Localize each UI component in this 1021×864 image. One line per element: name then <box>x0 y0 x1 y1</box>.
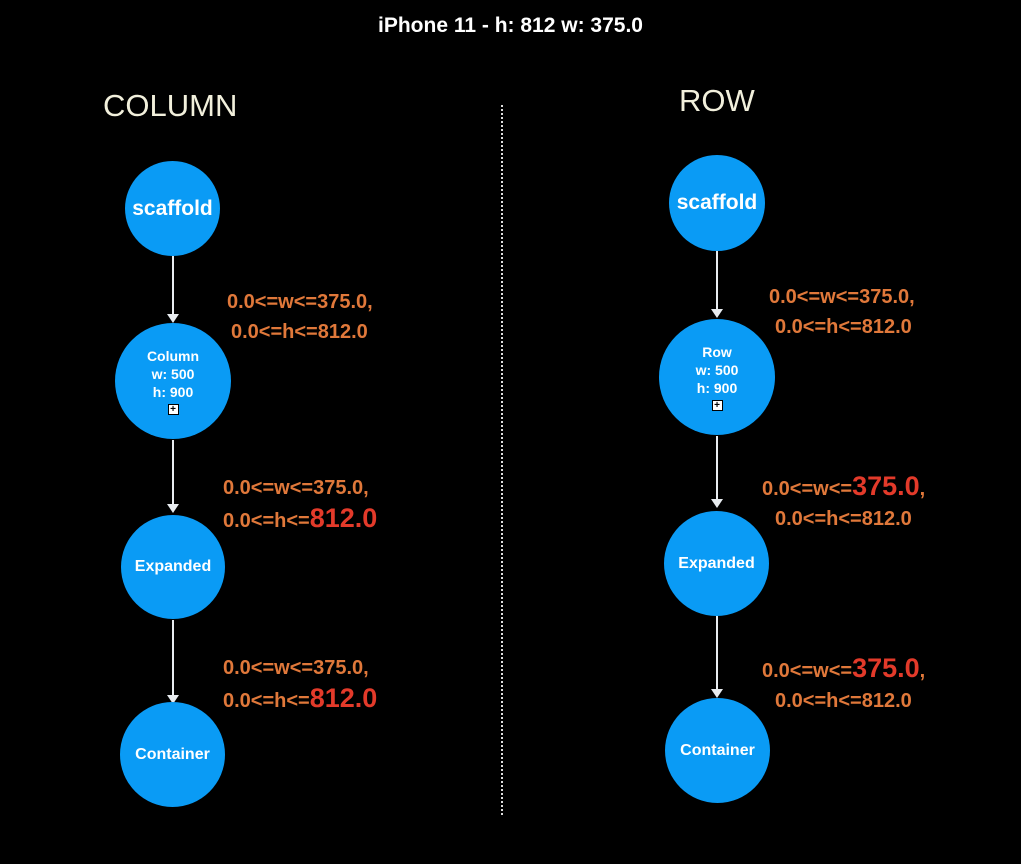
node-label: scaffold <box>676 191 758 214</box>
row-constraint-3: 0.0<=w<=375.0, 0.0<=h<=812.0 <box>762 653 926 712</box>
plus-square-icon[interactable]: + <box>711 400 723 411</box>
highlighted-value: 375.0 <box>852 653 920 683</box>
arrow <box>167 256 179 323</box>
row-scaffold-node: scaffold <box>669 155 765 251</box>
column-constraint-2: 0.0<=w<=375.0, 0.0<=h<=812.0 <box>223 477 378 533</box>
arrow <box>711 436 723 508</box>
column-constraint-1: 0.0<=w<=375.0, 0.0<=h<=812.0 <box>227 291 373 343</box>
highlighted-value: 812.0 <box>309 503 378 533</box>
row-constraint-1: 0.0<=w<=375.0, 0.0<=h<=812.0 <box>769 286 915 338</box>
node-height: h: 900 <box>152 384 194 400</box>
row-node: Row w: 500 h: 900 + <box>659 319 775 435</box>
node-label: scaffold <box>132 196 213 220</box>
arrow <box>167 440 179 513</box>
divider <box>501 105 503 815</box>
plus-square-icon[interactable]: + <box>167 404 179 415</box>
node-label: Row <box>702 344 732 360</box>
node-width: w: 500 <box>695 362 739 378</box>
column-node: Column w: 500 h: 900 + <box>115 323 231 439</box>
page-title: iPhone 11 - h: 812 w: 375.0 <box>378 14 643 37</box>
highlighted-value: 375.0 <box>852 471 920 501</box>
column-constraint-3: 0.0<=w<=375.0, 0.0<=h<=812.0 <box>223 657 378 713</box>
row-expanded-node: Expanded <box>664 511 769 616</box>
row-constraint-2: 0.0<=w<=375.0, 0.0<=h<=812.0 <box>762 471 926 530</box>
column-scaffold-node: scaffold <box>125 161 220 256</box>
row-heading: ROW <box>679 83 755 118</box>
arrow <box>711 251 723 318</box>
node-label: Column <box>146 348 200 364</box>
node-label: Container <box>680 741 755 759</box>
column-container-node: Container <box>120 702 225 807</box>
arrow <box>167 620 179 704</box>
column-heading: COLUMN <box>103 88 238 123</box>
column-expanded-node: Expanded <box>121 515 225 619</box>
node-label: Expanded <box>678 554 755 572</box>
row-container-node: Container <box>665 698 770 803</box>
node-width: w: 500 <box>151 366 195 382</box>
node-height: h: 900 <box>696 380 738 396</box>
node-label: Expanded <box>134 558 212 575</box>
node-label: Container <box>135 745 210 763</box>
highlighted-value: 812.0 <box>309 683 378 713</box>
arrow <box>711 616 723 698</box>
